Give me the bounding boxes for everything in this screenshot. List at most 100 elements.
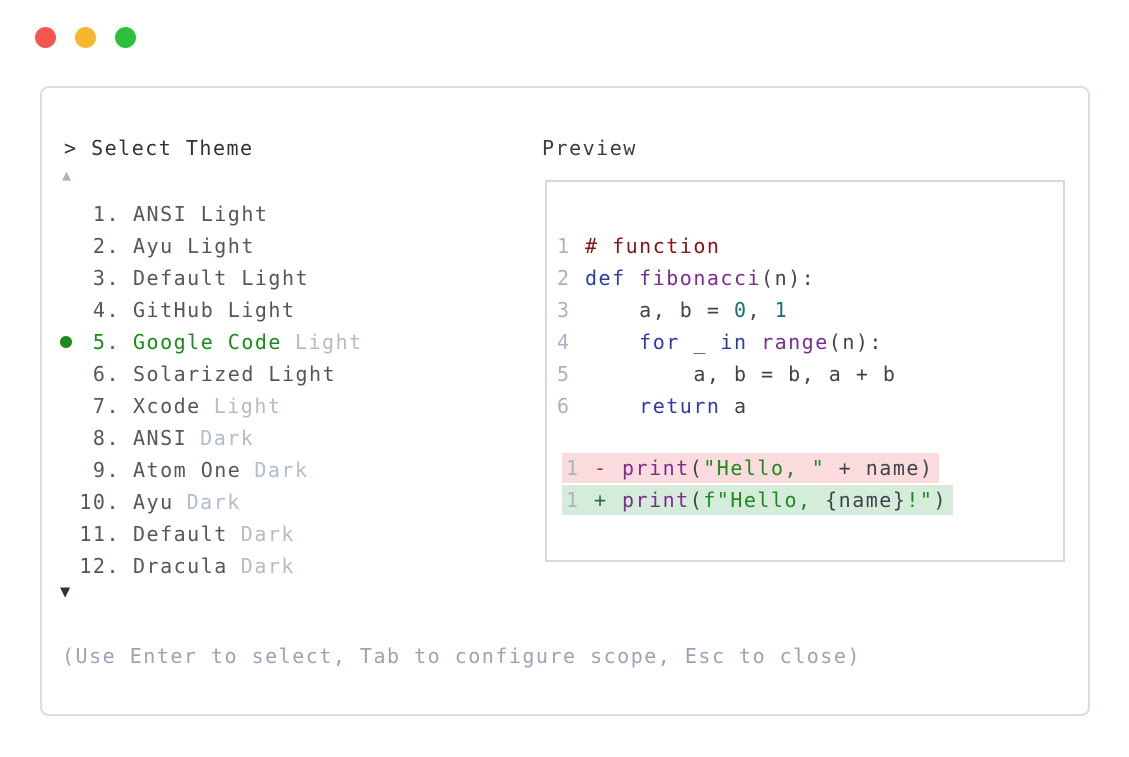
- theme-item-number: 12.: [79, 554, 120, 578]
- code-line: 1 # function: [557, 230, 1063, 262]
- diff-line-added: 1+print(f"Hello, {name}!"): [562, 485, 954, 515]
- code-token-number: 1: [774, 298, 789, 322]
- code-token-plain: a: [720, 394, 748, 418]
- theme-item-number: 2.: [92, 234, 120, 258]
- line-number: 2: [557, 266, 571, 290]
- code-token-string: !": [906, 488, 934, 512]
- theme-item-12[interactable]: 12. Dracula Dark: [42, 550, 512, 582]
- theme-item-variant: Light: [213, 394, 282, 418]
- scroll-up-icon[interactable]: ▲: [62, 166, 72, 184]
- selected-indicator: [60, 336, 78, 348]
- code-token-plain: a, b =: [585, 298, 734, 322]
- code-token-plain: + name): [825, 456, 934, 480]
- code-token-function: range: [761, 330, 829, 354]
- scroll-down-icon[interactable]: ▼: [60, 582, 71, 602]
- diff-row-added: 1+print(f"Hello, {name}!"): [562, 485, 1063, 517]
- theme-item-name: Dracula: [133, 554, 228, 578]
- code-token-keyword: for: [639, 330, 680, 354]
- select-theme-prompt: > Select Theme: [64, 136, 254, 160]
- theme-selector-panel: > Select Theme Preview ▲ 1. ANSI Light 2. A…: [40, 86, 1090, 716]
- theme-item-7[interactable]: 7. Xcode Light: [42, 390, 512, 422]
- code-token-function: print: [622, 456, 690, 480]
- code-line: 5 a, b = b, a + b: [557, 358, 1063, 390]
- line-number: 4: [557, 330, 571, 354]
- theme-item-6[interactable]: 6.Solarized Light: [42, 358, 512, 390]
- theme-item-number: 8.: [92, 426, 120, 450]
- line-number: 3: [557, 298, 571, 322]
- code-token-keyword: def: [585, 266, 626, 290]
- code-token-function: fibonacci: [639, 266, 762, 290]
- theme-item-name: Atom One: [133, 458, 242, 482]
- code-token-comment: # function: [585, 234, 721, 258]
- code-token-plain: [585, 394, 639, 418]
- theme-item-variant: Dark: [240, 554, 295, 578]
- theme-item-name: ANSI Light: [133, 202, 269, 226]
- theme-item-variant: Dark: [254, 458, 309, 482]
- code-line: 3 a, b = 0, 1: [557, 294, 1063, 326]
- code-line: 6 return a: [557, 390, 1063, 422]
- theme-item-name: GitHub Light: [133, 298, 296, 322]
- theme-item-number: 1.: [92, 202, 120, 226]
- theme-item-variant: Dark: [186, 490, 241, 514]
- theme-item-variant: Dark: [240, 522, 295, 546]
- theme-item-5[interactable]: 5. Google Code Light: [42, 326, 512, 358]
- line-number: 5: [557, 362, 571, 386]
- theme-item-1[interactable]: 1. ANSI Light: [42, 198, 512, 230]
- code-token-string: f"Hello,: [703, 488, 826, 512]
- theme-item-name: Ayu: [133, 490, 174, 514]
- theme-item-4[interactable]: 4. GitHub Light: [42, 294, 512, 326]
- theme-item-number: 7.: [92, 394, 120, 418]
- diff-row-removed: 1-print("Hello, " + name): [562, 453, 1063, 485]
- close-button[interactable]: [35, 27, 56, 48]
- code-token-plain: (: [689, 456, 704, 480]
- code-token-plain: [626, 266, 640, 290]
- diff-line-removed: 1-print("Hello, " + name): [562, 453, 940, 483]
- code-token-plain: (n):: [761, 266, 816, 290]
- theme-item-2[interactable]: 2. Ayu Light: [42, 230, 512, 262]
- code-line: 2 def fibonacci(n):: [557, 262, 1063, 294]
- code-token-keyword: return: [639, 394, 721, 418]
- theme-item-name: Ayu Light: [133, 234, 255, 258]
- code-token-plain: (: [689, 488, 704, 512]
- theme-item-name: Default Light: [133, 266, 310, 290]
- line-number: 1: [557, 234, 571, 258]
- code-token-number: 0: [733, 298, 748, 322]
- code-token-plain: [585, 330, 639, 354]
- theme-item-name: Solarized Light: [133, 362, 337, 386]
- code-token-plain: (n):: [828, 330, 883, 354]
- theme-item-variant: Light: [294, 330, 363, 354]
- theme-item-variant: Dark: [200, 426, 255, 450]
- theme-item-3[interactable]: 3. Default Light: [42, 262, 512, 294]
- code-blank-line: [557, 422, 1063, 453]
- theme-item-name: Xcode: [133, 394, 201, 418]
- zoom-button[interactable]: [115, 27, 136, 48]
- code-token-plain: _: [679, 330, 721, 354]
- code-token-keyword: in: [720, 330, 748, 354]
- code-token-plain: {name}: [825, 488, 907, 512]
- theme-item-number: 3.: [92, 266, 120, 290]
- keyboard-hint: (Use Enter to select, Tab to configure s…: [62, 644, 861, 668]
- code-token-function: print: [622, 488, 690, 512]
- code-token-string: "Hello, ": [703, 456, 826, 480]
- line-number: 6: [557, 394, 571, 418]
- selected-dot-icon: [60, 336, 72, 348]
- window-controls: [35, 27, 136, 48]
- line-number: 1: [566, 456, 580, 480]
- code-token-plain: ,: [747, 298, 775, 322]
- minimize-button[interactable]: [75, 27, 96, 48]
- theme-item-number: 4.: [92, 298, 120, 322]
- code-token-plain: [748, 330, 762, 354]
- theme-item-9[interactable]: 9. Atom One Dark: [42, 454, 512, 486]
- theme-item-name: Google Code: [133, 330, 282, 354]
- theme-item-number: 9.: [92, 458, 120, 482]
- preview-title: Preview: [542, 136, 637, 160]
- code-line: 4 for _ in range(n):: [557, 326, 1063, 358]
- theme-item-number: 5.: [92, 330, 120, 354]
- line-number: 1: [566, 488, 580, 512]
- theme-item-number: 11.: [79, 522, 120, 546]
